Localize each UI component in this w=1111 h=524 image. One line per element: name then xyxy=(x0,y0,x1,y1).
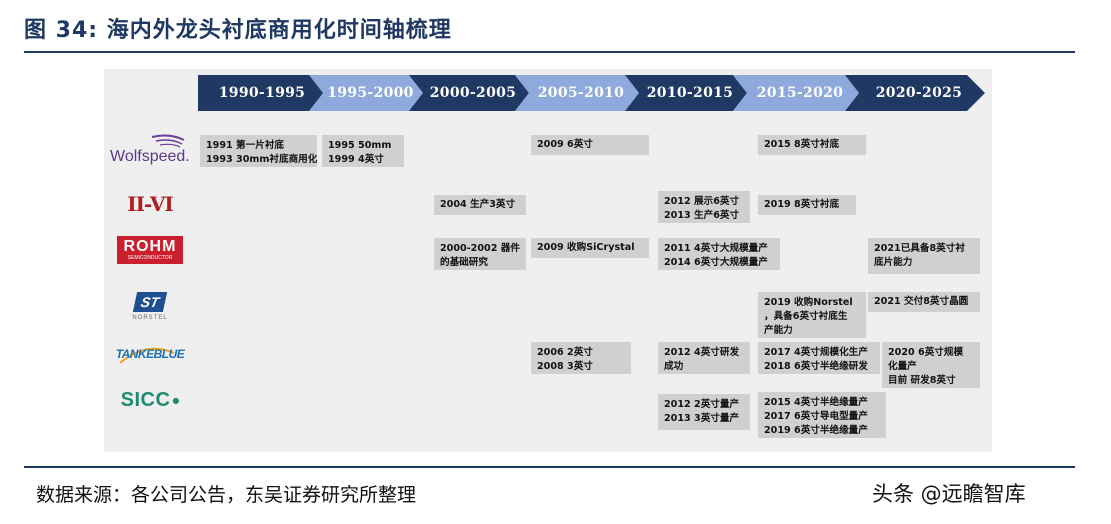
period-2005-2010: 2005-2010 xyxy=(515,75,639,111)
st-norstel-logo: ST NORSTEL xyxy=(108,286,192,326)
iivi-logo: II-VI xyxy=(108,184,192,224)
sicc-logo-text: SICC xyxy=(120,388,171,411)
st-logo-text: ST xyxy=(139,293,161,310)
iivi-logo-text: II-VI xyxy=(127,192,173,216)
rohm-logo-text: ROHM xyxy=(123,237,177,255)
event-iivi-2019: 2019 8英寸衬底 xyxy=(758,195,856,215)
tankeblue-logo: TANKEBLUE xyxy=(108,334,192,374)
top-divider xyxy=(24,51,1075,53)
event-iivi-2004: 2004 生产3英寸 xyxy=(434,195,526,215)
source-note: 数据来源：各公司公告，东吴证券研究所整理 xyxy=(36,484,417,506)
period-1995-2000: 1995-2000 xyxy=(309,75,424,111)
period-2010-2015: 2010-2015 xyxy=(625,75,747,111)
rohm-logo-subtext: SEMICONDUCTOR xyxy=(127,254,173,261)
event-st-2019: 2019 收购Norstel，具备6英寸衬底生产能力 xyxy=(758,292,866,338)
watermark: 头条 @远瞻智库 xyxy=(872,482,1026,506)
event-rohm-2009: 2009 收购SiCrystal xyxy=(531,238,649,258)
event-tankeblue-2020: 2020 6英寸规模化量产目前 研发8英寸 xyxy=(882,342,980,388)
svg-text:Wolfspeed.: Wolfspeed. xyxy=(110,148,190,165)
event-st-2021: 2021 交付8英寸晶圆 xyxy=(868,292,980,312)
bottom-divider xyxy=(24,466,1075,468)
period-2015-2020: 2015-2020 xyxy=(733,75,859,111)
rohm-logo: ROHM SEMICONDUCTOR xyxy=(108,230,192,270)
period-2000-2005: 2000-2005 xyxy=(409,75,529,111)
period-2020-2025: 2020-2025 xyxy=(845,75,985,111)
event-wolfspeed-2015: 2015 8英寸衬底 xyxy=(758,135,866,155)
event-wolfspeed-2009: 2009 6英寸 xyxy=(531,135,649,155)
norstel-logo-subtext: NORSTEL xyxy=(132,314,168,321)
wolfspeed-logo: Wolfspeed. xyxy=(108,131,192,171)
period-1990-1995: 1990-1995 xyxy=(198,75,326,111)
event-rohm-2000: 2000-2002 器件的基础研究 xyxy=(434,238,526,270)
event-rohm-2021: 2021已具备8英寸衬底片能力 xyxy=(868,238,980,274)
sicc-logo-dot: ● xyxy=(172,395,180,405)
timeline-bar: 1990-1995 1995-2000 2000-2005 2005-2010 … xyxy=(198,75,988,111)
tankeblue-logo-text: TANKEBLUE xyxy=(115,347,185,361)
sicc-logo: SICC ● xyxy=(108,380,192,420)
event-tankeblue-2012: 2012 4英寸研发成功 xyxy=(658,342,750,374)
diagram-panel xyxy=(104,69,992,452)
figure-title: 图 34: 海内外龙头衬底商用化时间轴梳理 xyxy=(24,18,452,43)
